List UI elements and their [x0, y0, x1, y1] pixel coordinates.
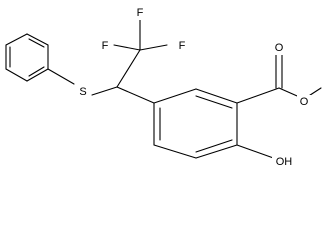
phenyl-ring	[5, 33, 49, 82]
bond-c-f-left	[113, 44, 141, 51]
label-f-top: F	[134, 6, 146, 20]
label-f-right: F	[176, 39, 188, 53]
label-ester-o: O	[297, 95, 311, 109]
bond-ch-aryl	[116, 86, 155, 104]
atom-hydroxyl: OH	[276, 156, 293, 168]
molecule-canvas: F F F S O O OH	[5, 6, 322, 169]
label-f-left: F	[99, 39, 111, 53]
bond-phenyl-s	[47, 68, 75, 85]
structure-diagram: F F F S O O OH	[5, 6, 322, 169]
atom-sulfur: S	[79, 86, 86, 98]
label-carbonyl-o: O	[272, 41, 286, 55]
label-sulfur: S	[76, 85, 90, 99]
benzoate-ring	[153, 88, 238, 159]
atom-f-top: F	[137, 7, 144, 19]
atom-f-right: F	[179, 40, 186, 52]
bond-ring-carbonyl-c	[236, 87, 280, 104]
atom-f-left: F	[102, 40, 109, 52]
atom-carbonyl-oxygen: O	[275, 42, 284, 54]
label-hydroxyl: OH	[272, 155, 296, 169]
bond-c-f-right	[139, 44, 168, 51]
bond-s-ch	[91, 86, 118, 96]
bond-ch-cf3	[116, 49, 141, 88]
atom-ester-oxygen: O	[300, 96, 309, 108]
